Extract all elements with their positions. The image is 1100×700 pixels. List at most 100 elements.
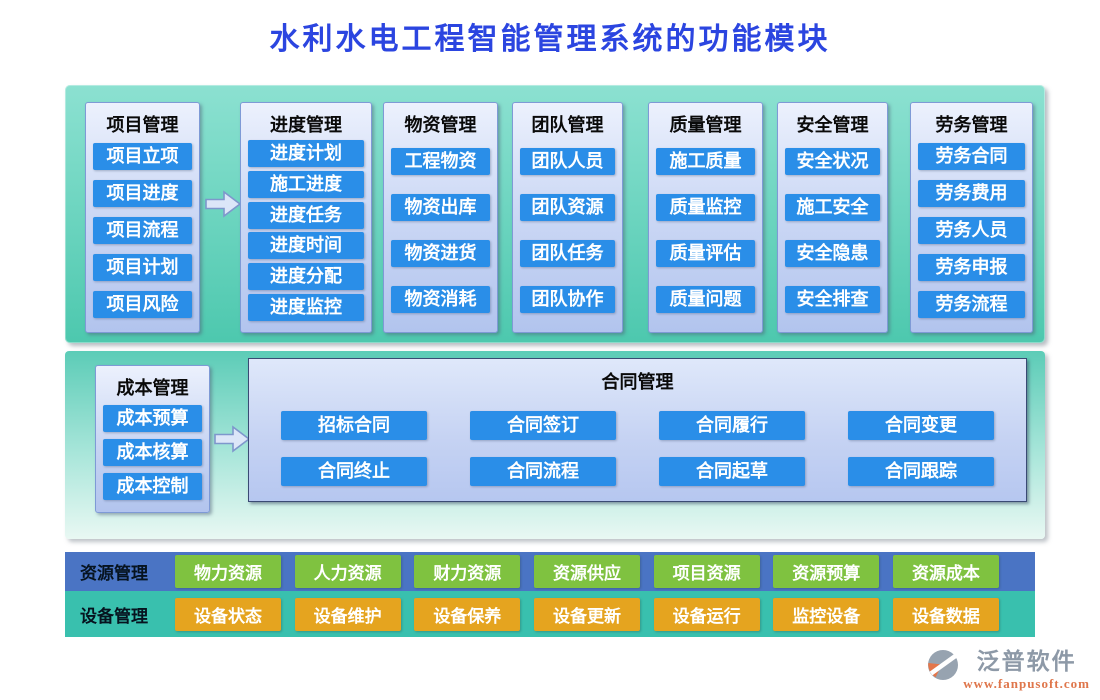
module-button[interactable]: 合同流程 — [470, 457, 616, 486]
column-header: 团队管理 — [531, 115, 604, 135]
module-button[interactable]: 安全状况 — [785, 147, 880, 175]
module-column: 项目管理项目立项项目进度项目流程项目计划项目风险 — [85, 102, 200, 333]
module-button[interactable]: 劳务人员 — [918, 217, 1025, 244]
module-button[interactable]: 质量评估 — [656, 240, 755, 268]
module-button[interactable]: 施工质量 — [656, 147, 755, 175]
column-items: 进度计划施工进度进度任务进度时间进度分配进度监控 — [248, 138, 364, 323]
module-column: 质量管理施工质量质量监控质量评估质量问题 — [648, 102, 763, 333]
column-items: 劳务合同劳务费用劳务人员劳务申报劳务流程 — [918, 138, 1025, 323]
module-column: 安全管理安全状况施工安全安全隐患安全排查 — [777, 102, 888, 333]
category-button[interactable]: 项目资源 — [653, 555, 760, 588]
module-button[interactable]: 合同签订 — [470, 411, 616, 440]
contract-row: 合同终止 合同流程 合同起草 合同跟踪 — [249, 457, 1026, 486]
module-button[interactable]: 合同跟踪 — [848, 457, 994, 486]
module-button[interactable]: 安全排查 — [785, 286, 880, 314]
category-button[interactable]: 资源供应 — [533, 555, 640, 588]
module-button[interactable]: 劳务流程 — [918, 291, 1025, 318]
column-header: 成本管理 — [116, 378, 189, 398]
module-column: 进度管理进度计划施工进度进度任务进度时间进度分配进度监控 — [240, 102, 372, 333]
module-button[interactable]: 劳务合同 — [918, 143, 1025, 170]
cost-items: 成本预算成本核算成本控制 — [103, 401, 202, 504]
row-label: 设备管理 — [80, 606, 148, 626]
category-button[interactable]: 物力资源 — [175, 555, 281, 588]
contract-management-panel: 合同管理 招标合同 合同签订 合同履行 合同变更 合同终止 合同流程 合同起草 合同跟踪 — [248, 358, 1027, 502]
module-button[interactable]: 进度时间 — [248, 232, 364, 260]
brand-url: www.fanpusoft.com — [963, 676, 1090, 691]
column-header: 劳务管理 — [935, 115, 1008, 135]
module-column: 团队管理团队人员团队资源团队任务团队协作 — [512, 102, 623, 333]
equipment-management-row: 设备管理 设备状态设备维护设备保养设备更新设备运行监控设备设备数据 — [65, 591, 1035, 637]
fanpu-logo-icon — [928, 650, 959, 680]
module-button[interactable]: 安全隐患 — [785, 240, 880, 268]
column-items: 施工质量质量监控质量评估质量问题 — [656, 138, 755, 323]
arrow-right-icon — [205, 190, 242, 218]
module-button[interactable]: 进度监控 — [248, 294, 364, 322]
category-button[interactable]: 设备更新 — [533, 597, 640, 631]
category-button[interactable]: 资源成本 — [892, 555, 999, 588]
module-button[interactable]: 施工安全 — [785, 193, 880, 221]
module-button[interactable]: 合同终止 — [281, 457, 427, 486]
column-header: 物资管理 — [404, 115, 477, 135]
cost-contract-panel: 成本管理 成本预算成本核算成本控制 合同管理 招标合同 合同签订 合同履行 合同变更 … — [65, 351, 1045, 539]
category-button[interactable]: 监控设备 — [773, 597, 880, 631]
module-button[interactable]: 项目计划 — [93, 254, 192, 281]
module-button[interactable]: 成本核算 — [103, 438, 202, 466]
module-button[interactable]: 劳务申报 — [918, 254, 1025, 281]
contract-panel-title: 合同管理 — [601, 372, 674, 392]
module-button[interactable]: 合同履行 — [659, 411, 805, 440]
category-button[interactable]: 资源预算 — [773, 555, 880, 588]
category-button[interactable]: 设备数据 — [892, 597, 999, 631]
category-button[interactable]: 设备保养 — [414, 597, 521, 631]
page-title: 水利水电工程智能管理系统的功能模块 — [269, 23, 831, 56]
module-button[interactable]: 进度计划 — [248, 139, 364, 167]
module-button[interactable]: 质量监控 — [656, 193, 755, 221]
module-button[interactable]: 进度任务 — [248, 201, 364, 229]
column-items: 工程物资物资出库物资进货物资消耗 — [391, 138, 490, 323]
module-column: 物资管理工程物资物资出库物资进货物资消耗 — [383, 102, 498, 333]
module-button[interactable]: 工程物资 — [391, 147, 490, 175]
module-button[interactable]: 进度分配 — [248, 263, 364, 291]
column-items: 安全状况施工安全安全隐患安全排查 — [785, 138, 880, 323]
modules-overview-panel: 项目管理项目立项项目进度项目流程项目计划项目风险进度管理进度计划施工进度进度任务… — [65, 85, 1045, 343]
column-header: 进度管理 — [270, 115, 342, 135]
module-button[interactable]: 团队协作 — [520, 286, 615, 314]
row-items: 物力资源人力资源财力资源资源供应项目资源资源预算资源成本 — [175, 555, 999, 588]
category-button[interactable]: 设备运行 — [653, 597, 760, 631]
resource-equipment-rows: 资源管理 物力资源人力资源财力资源资源供应项目资源资源预算资源成本设备管理 设备状态… — [65, 552, 1035, 637]
column-header: 项目管理 — [106, 115, 179, 135]
column-items: 团队人员团队资源团队任务团队协作 — [520, 138, 615, 323]
module-button[interactable]: 物资出库 — [391, 193, 490, 221]
module-button[interactable]: 团队资源 — [520, 193, 615, 221]
category-button[interactable]: 人力资源 — [294, 555, 401, 588]
module-button[interactable]: 成本控制 — [103, 473, 202, 501]
module-button[interactable]: 物资进货 — [391, 240, 490, 268]
module-button[interactable]: 劳务费用 — [918, 180, 1025, 207]
cost-management-column: 成本管理 成本预算成本核算成本控制 — [95, 365, 210, 513]
column-header: 质量管理 — [669, 115, 742, 135]
module-button[interactable]: 项目进度 — [93, 180, 192, 207]
module-button[interactable]: 合同变更 — [848, 411, 994, 440]
brand-watermark: 泛普软件 www.fanpusoft.com — [927, 649, 1090, 692]
column-items: 项目立项项目进度项目流程项目计划项目风险 — [93, 138, 192, 323]
row-items: 设备状态设备维护设备保养设备更新设备运行监控设备设备数据 — [175, 597, 999, 631]
module-button[interactable]: 施工进度 — [248, 170, 364, 198]
module-button[interactable]: 项目立项 — [93, 143, 192, 170]
module-button[interactable]: 合同起草 — [659, 457, 805, 486]
module-button[interactable]: 招标合同 — [281, 411, 427, 440]
category-button[interactable]: 财力资源 — [414, 555, 521, 588]
row-label: 资源管理 — [80, 564, 148, 583]
module-button[interactable]: 团队任务 — [520, 240, 615, 268]
contract-row: 招标合同 合同签订 合同履行 合同变更 — [249, 411, 1026, 440]
column-header: 安全管理 — [796, 115, 869, 135]
brand-name: 泛普软件 — [976, 649, 1077, 674]
module-button[interactable]: 团队人员 — [520, 147, 615, 175]
module-button[interactable]: 成本预算 — [103, 404, 202, 432]
arrow-right-icon — [214, 425, 251, 453]
module-button[interactable]: 项目流程 — [93, 217, 192, 244]
module-button[interactable]: 物资消耗 — [391, 286, 490, 314]
module-button[interactable]: 项目风险 — [93, 291, 192, 318]
category-button[interactable]: 设备状态 — [175, 597, 281, 631]
category-button[interactable]: 设备维护 — [294, 597, 401, 631]
brand-text-block: 泛普软件 www.fanpusoft.com — [963, 649, 1090, 692]
module-button[interactable]: 质量问题 — [656, 286, 755, 314]
